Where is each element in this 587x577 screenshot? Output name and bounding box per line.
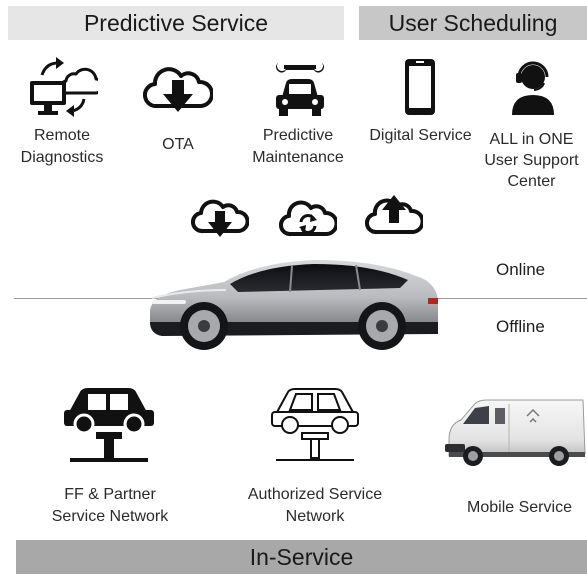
ota-label: OTA (162, 136, 194, 153)
car-lift-outline-icon (271, 388, 359, 461)
cloud-sync-icon (279, 200, 337, 237)
support-agent-headset-icon (512, 61, 554, 115)
predictive-service-band: Predictive Service (8, 6, 344, 40)
ota-cloud-download-icon (143, 67, 213, 112)
electric-suv-image (150, 260, 438, 350)
ff-partner-service-label: FF & Partner Service Network (51, 486, 169, 525)
cloud-download-icon (191, 199, 249, 237)
in-service-title: In-Service (249, 543, 354, 570)
offline-label: Offline (496, 317, 545, 336)
online-label: Online (496, 260, 546, 279)
remote-diagnostics-label: Remote Diagnostics (20, 127, 104, 166)
predictive-maintenance-label: Predictive Maintenance (252, 127, 344, 166)
car-lift-filled-icon (64, 388, 154, 462)
user-scheduling-band: User Scheduling (359, 6, 587, 40)
digital-service-label: Digital Service (369, 127, 472, 144)
service-van-icon (445, 399, 586, 466)
in-service-band: In-Service (16, 540, 587, 574)
mobile-service-label: Mobile Service (467, 499, 572, 516)
predictive-maintenance-icon (276, 63, 324, 116)
cloud-upload-icon (365, 195, 423, 235)
remote-diagnostics-icon (30, 57, 98, 117)
digital-service-phone-icon (405, 59, 435, 115)
predictive-service-title: Predictive Service (83, 9, 269, 36)
authorized-service-label: Authorized Service Network (247, 486, 383, 525)
user-scheduling-title: User Scheduling (388, 9, 558, 36)
support-center-label: ALL in ONE User Support Center (484, 131, 579, 190)
